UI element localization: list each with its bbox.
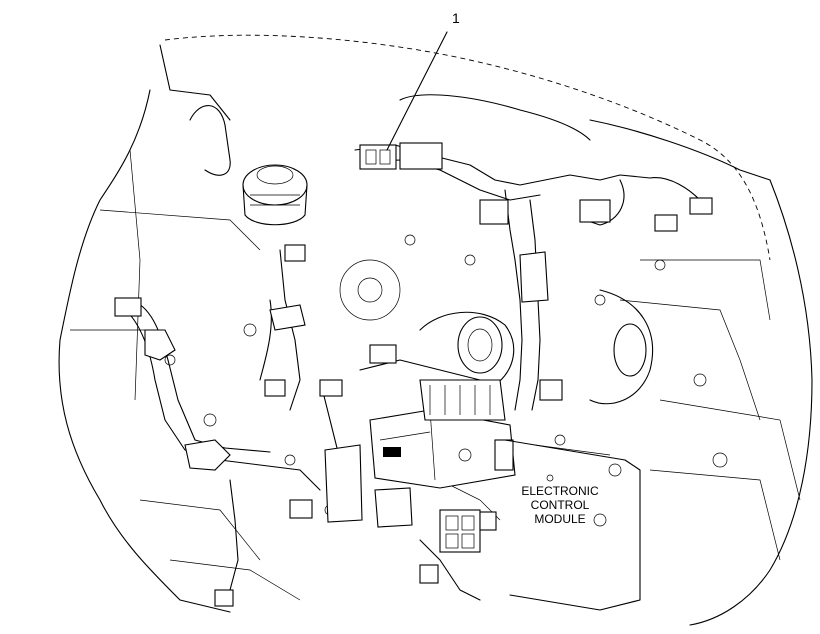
electronic-control-module: [369, 379, 516, 489]
callout-leader: [386, 31, 448, 151]
engine-block-outline: [58, 34, 813, 626]
ecm-mounting-plate: [504, 439, 641, 611]
ecm-label: ELECTRONIC CONTROL MODULE: [508, 484, 612, 526]
harness-connectors: [114, 142, 713, 607]
wiring-harness: [119, 144, 706, 601]
ecm-label-line-2: CONTROL: [530, 498, 590, 512]
intake-pipe: [189, 105, 654, 405]
ecm-label-line-3: MODULE: [534, 512, 586, 526]
harness-clamps: [144, 251, 549, 528]
ecm-label-line-1: ELECTRONIC: [521, 484, 599, 498]
callout-number: 1: [452, 10, 460, 26]
oil-filler-cap: [242, 164, 308, 226]
engine-fasteners: [164, 234, 728, 527]
